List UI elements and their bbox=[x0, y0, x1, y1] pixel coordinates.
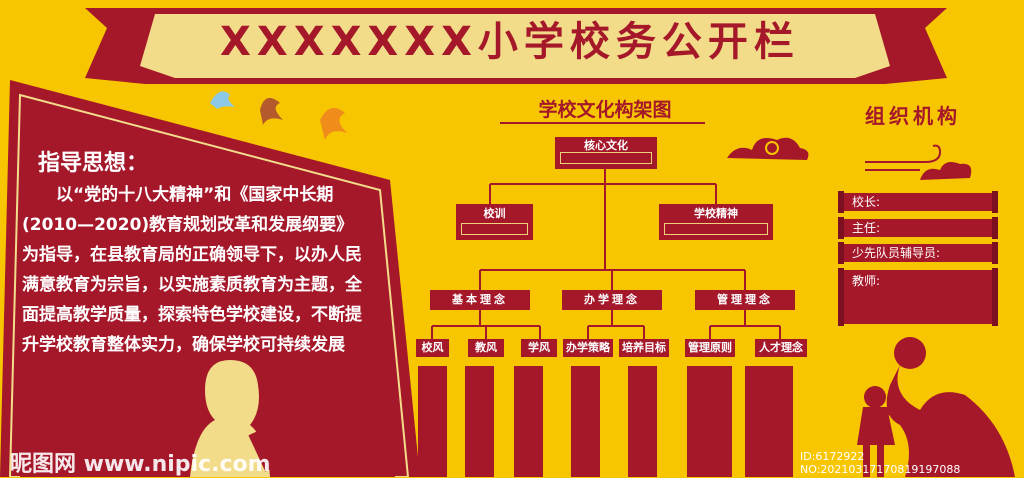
leaf-column bbox=[571, 366, 600, 477]
leaf-column bbox=[745, 366, 793, 477]
watermark-left: 昵图网 www.nipic.com bbox=[10, 452, 271, 477]
mother-child-silhouette bbox=[857, 337, 1015, 477]
chart-connectors bbox=[431, 168, 781, 339]
node-spirit-label: 学校精神 bbox=[694, 207, 738, 220]
leaf-label-principle: 管理原则 bbox=[685, 339, 735, 357]
watermark-right: ID:6172922 NO:20210317170819197088 bbox=[800, 450, 961, 476]
leaf-label-strategy: 办学策略 bbox=[563, 339, 613, 357]
leaf-column bbox=[418, 366, 447, 477]
chart-title: 学校文化构架图 bbox=[538, 99, 672, 121]
node-basic-concept: 基本理念 bbox=[430, 290, 530, 310]
cloud-icon bbox=[727, 137, 809, 160]
leaf-label-teaching-style: 教风 bbox=[468, 339, 504, 357]
node-school-concept: 办学理念 bbox=[562, 290, 662, 310]
cloud-ornament-icon bbox=[865, 144, 972, 180]
guide-panel bbox=[0, 80, 420, 477]
guide-body: 以“党的十八大精神”和《国家中长期(2010—2020)教育规划改革和发展纲要》… bbox=[22, 185, 362, 355]
node-motto-label: 校训 bbox=[483, 207, 506, 220]
node-manage-concept: 管理理念 bbox=[695, 290, 795, 310]
leaf-label-school-style: 校风 bbox=[416, 339, 449, 357]
org-field-principal: 校长: bbox=[838, 191, 998, 213]
leaf-column bbox=[628, 366, 657, 477]
leaf-label-study-style: 学风 bbox=[521, 339, 557, 357]
birds-decoration bbox=[210, 91, 347, 140]
leaf-column bbox=[465, 366, 494, 477]
title-banner bbox=[85, 8, 947, 84]
node-root-label: 核心文化 bbox=[584, 139, 628, 152]
leaf-column bbox=[514, 366, 543, 477]
node-motto: 校训 bbox=[456, 204, 533, 240]
chart-title-underline bbox=[500, 122, 705, 124]
node-root: 核心文化 bbox=[555, 137, 657, 169]
org-field-teachers: 教师: bbox=[838, 268, 998, 326]
org-field-pioneer-advisor: 少先队员辅导员: bbox=[838, 242, 998, 264]
guide-heading: 指导思想： bbox=[38, 151, 149, 176]
org-field-director: 主任: bbox=[838, 217, 998, 239]
leaf-label-talent: 人才理念 bbox=[755, 339, 807, 357]
leaf-column bbox=[687, 366, 732, 477]
org-title: 组织机构 bbox=[865, 104, 961, 128]
page-title: XXXXXXX小学校务公开栏 bbox=[220, 19, 800, 65]
node-spirit: 学校精神 bbox=[659, 204, 773, 240]
leaf-label-goal: 培养目标 bbox=[619, 339, 669, 357]
